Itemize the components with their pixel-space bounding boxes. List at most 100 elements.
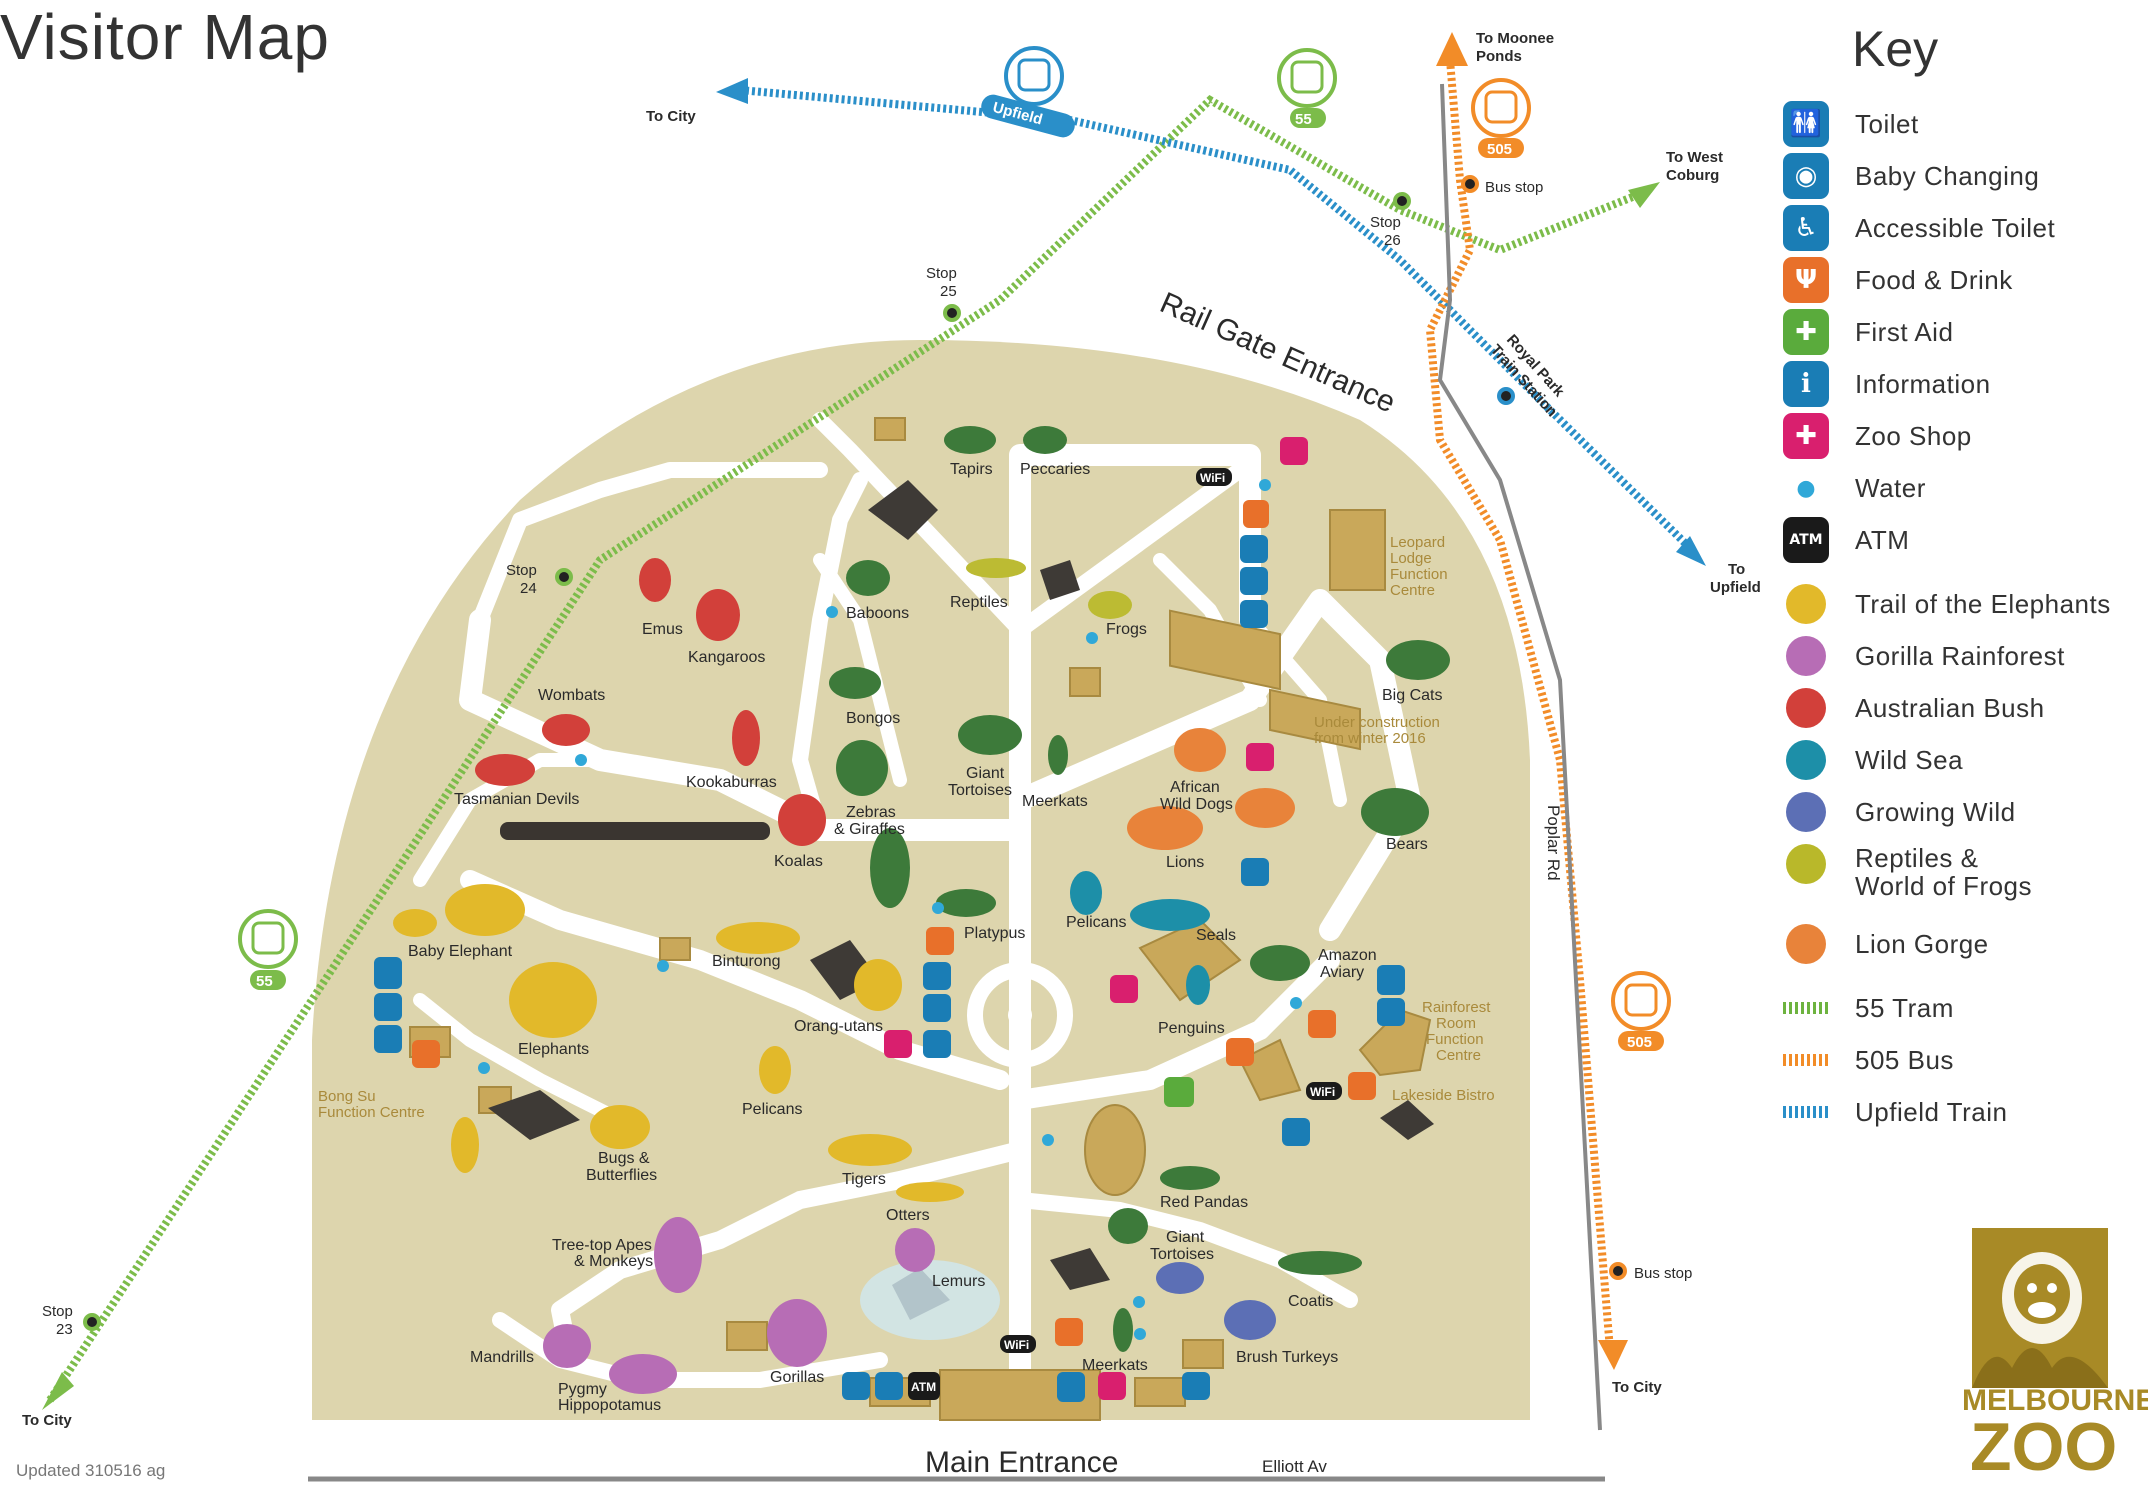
tigers-silhouette bbox=[828, 1134, 912, 1166]
label-tree-top-2: & Monkeys bbox=[574, 1253, 653, 1270]
baboons-silhouette bbox=[846, 560, 890, 596]
train-arrow-right bbox=[1676, 536, 1706, 566]
label-tasmanian-devils: Tasmanian Devils bbox=[454, 791, 579, 808]
key-item-atm: ATM ATM bbox=[1783, 517, 1909, 563]
bus-stop-bottom-label: Bus stop bbox=[1634, 1265, 1692, 1282]
bus-stop-bottom-marker bbox=[1609, 1262, 1627, 1280]
elephant-large-silhouette bbox=[445, 884, 525, 936]
key-label: 505 Bus bbox=[1855, 1044, 1954, 1075]
information-icon: i bbox=[1783, 361, 1829, 407]
label-pygmy-1: Pygmy bbox=[558, 1381, 607, 1398]
to-moonee-label-1: To Moonee bbox=[1476, 30, 1554, 47]
rail-gate-building bbox=[1169, 609, 1281, 691]
key-zone-lion-gorge: Lion Gorge bbox=[1783, 924, 1989, 964]
kookaburras-silhouette bbox=[732, 710, 760, 766]
zoo-shop-icon bbox=[1110, 975, 1138, 1003]
pygmy-hippo-silhouette bbox=[609, 1354, 677, 1394]
svg-text:Under construction: Under construction bbox=[1314, 714, 1440, 731]
tram-badge-top bbox=[1277, 48, 1337, 128]
svg-text:WiFi: WiFi bbox=[1310, 1085, 1335, 1099]
svg-text:Function Centre: Function Centre bbox=[318, 1104, 425, 1121]
otters-silhouette bbox=[896, 1182, 964, 1202]
stop-24-label: Stop bbox=[506, 562, 537, 579]
tram-55-line bbox=[46, 95, 1652, 1403]
label-mandrills: Mandrills bbox=[470, 1349, 534, 1366]
key-label: Food & Drink bbox=[1855, 264, 2013, 295]
accessible-icon bbox=[1240, 567, 1268, 595]
giant-tortoises-silhouette bbox=[958, 715, 1022, 755]
zone-swatch bbox=[1786, 924, 1826, 964]
reptiles-silhouette bbox=[966, 558, 1026, 578]
zone-swatch bbox=[1786, 584, 1826, 624]
label-wombats: Wombats bbox=[538, 687, 605, 704]
key-label: Trail of the Elephants bbox=[1855, 588, 2111, 619]
bugs-house bbox=[488, 1090, 580, 1140]
svg-text:Function: Function bbox=[1426, 1031, 1484, 1048]
label-tigers: Tigers bbox=[842, 1171, 886, 1188]
food-drink-icon bbox=[1055, 1318, 1083, 1346]
page-title: Visitor Map bbox=[0, 1, 330, 73]
label-baby-elephant: Baby Elephant bbox=[408, 943, 513, 960]
to-upfield-label-2: Upfield bbox=[1710, 579, 1761, 596]
svg-text:Room: Room bbox=[1436, 1015, 1476, 1032]
orangutans-silhouette bbox=[854, 959, 902, 1011]
accessible-icon bbox=[1377, 998, 1405, 1026]
svg-text:Bong Su: Bong Su bbox=[318, 1088, 376, 1105]
svg-text:Function: Function bbox=[1390, 566, 1448, 583]
water-icon bbox=[1259, 479, 1271, 491]
label-emus: Emus bbox=[642, 621, 683, 638]
svg-text:Centre: Centre bbox=[1390, 582, 1435, 599]
seals-silhouette bbox=[1130, 899, 1210, 931]
central-roundabout-inner bbox=[1008, 1003, 1032, 1027]
to-upfield-label-1: To bbox=[1728, 561, 1745, 578]
svg-text:WiFi: WiFi bbox=[1200, 471, 1225, 485]
tram-number-top: 55 bbox=[1295, 111, 1312, 128]
toilet-icon bbox=[1182, 1372, 1210, 1400]
atm-icon: ATM bbox=[1783, 517, 1829, 563]
label-pygmy-2: Hippopotamus bbox=[558, 1397, 661, 1414]
label-giant-tortoises: Giant bbox=[966, 765, 1005, 782]
animal-labels: Tapirs Peccaries Baboons Reptiles Frogs … bbox=[408, 461, 1442, 1414]
train-arrow-left bbox=[716, 78, 748, 104]
svg-text:WiFi: WiFi bbox=[1004, 1338, 1029, 1352]
elliott-av-label: Elliott Av bbox=[1262, 1457, 1327, 1476]
giraffe-silhouette bbox=[870, 828, 910, 908]
to-west-coburg-label-1: To West bbox=[1666, 149, 1723, 166]
zoo-shop-icon bbox=[1280, 437, 1308, 465]
label-lemurs: Lemurs bbox=[932, 1273, 985, 1290]
meerkats-b-silhouette bbox=[1113, 1308, 1133, 1352]
lemur-pond bbox=[860, 1260, 1000, 1340]
facility-icons bbox=[374, 437, 1405, 1402]
accessible-icon bbox=[875, 1372, 903, 1400]
food-drink-icon bbox=[1243, 500, 1269, 528]
bus-arrow-top bbox=[1436, 32, 1468, 66]
leopard-lodge-building bbox=[1329, 509, 1386, 591]
label-seals: Seals bbox=[1196, 927, 1236, 944]
food-drink-icon bbox=[412, 1040, 440, 1068]
key-zone-elephants: Trail of the Elephants bbox=[1783, 584, 2111, 624]
poplar-road bbox=[1437, 83, 1602, 1431]
svg-text:Lodge: Lodge bbox=[1390, 550, 1432, 567]
binturong-silhouette bbox=[716, 922, 800, 954]
label-orangutans: Orang-utans bbox=[794, 1018, 883, 1035]
key-label: Zoo Shop bbox=[1855, 420, 1972, 451]
accessible-icon bbox=[374, 993, 402, 1021]
baby-changing-icon bbox=[374, 1025, 402, 1053]
toilet-icon bbox=[1241, 858, 1269, 886]
key-label: Upfield Train bbox=[1855, 1096, 2008, 1127]
label-coatis: Coatis bbox=[1288, 1293, 1333, 1310]
label-frogs: Frogs bbox=[1106, 621, 1147, 638]
train-badge bbox=[981, 46, 1075, 138]
key-item-first-aid: ✚ First Aid bbox=[1783, 309, 1953, 355]
key-route-bus: 505 Bus bbox=[1783, 1040, 1954, 1080]
zone-swatch bbox=[1786, 688, 1826, 728]
label-platypus: Platypus bbox=[964, 925, 1025, 942]
accessible-icon bbox=[923, 994, 951, 1022]
water-icon bbox=[1086, 632, 1098, 644]
amazon-aviary-silhouette bbox=[1250, 945, 1310, 981]
key-route-train: Upfield Train bbox=[1783, 1092, 2007, 1132]
brush-turkeys-silhouette bbox=[1224, 1300, 1276, 1340]
key-label: Lion Gorge bbox=[1855, 928, 1989, 959]
updated-note: Updated 310516 ag bbox=[16, 1461, 166, 1480]
